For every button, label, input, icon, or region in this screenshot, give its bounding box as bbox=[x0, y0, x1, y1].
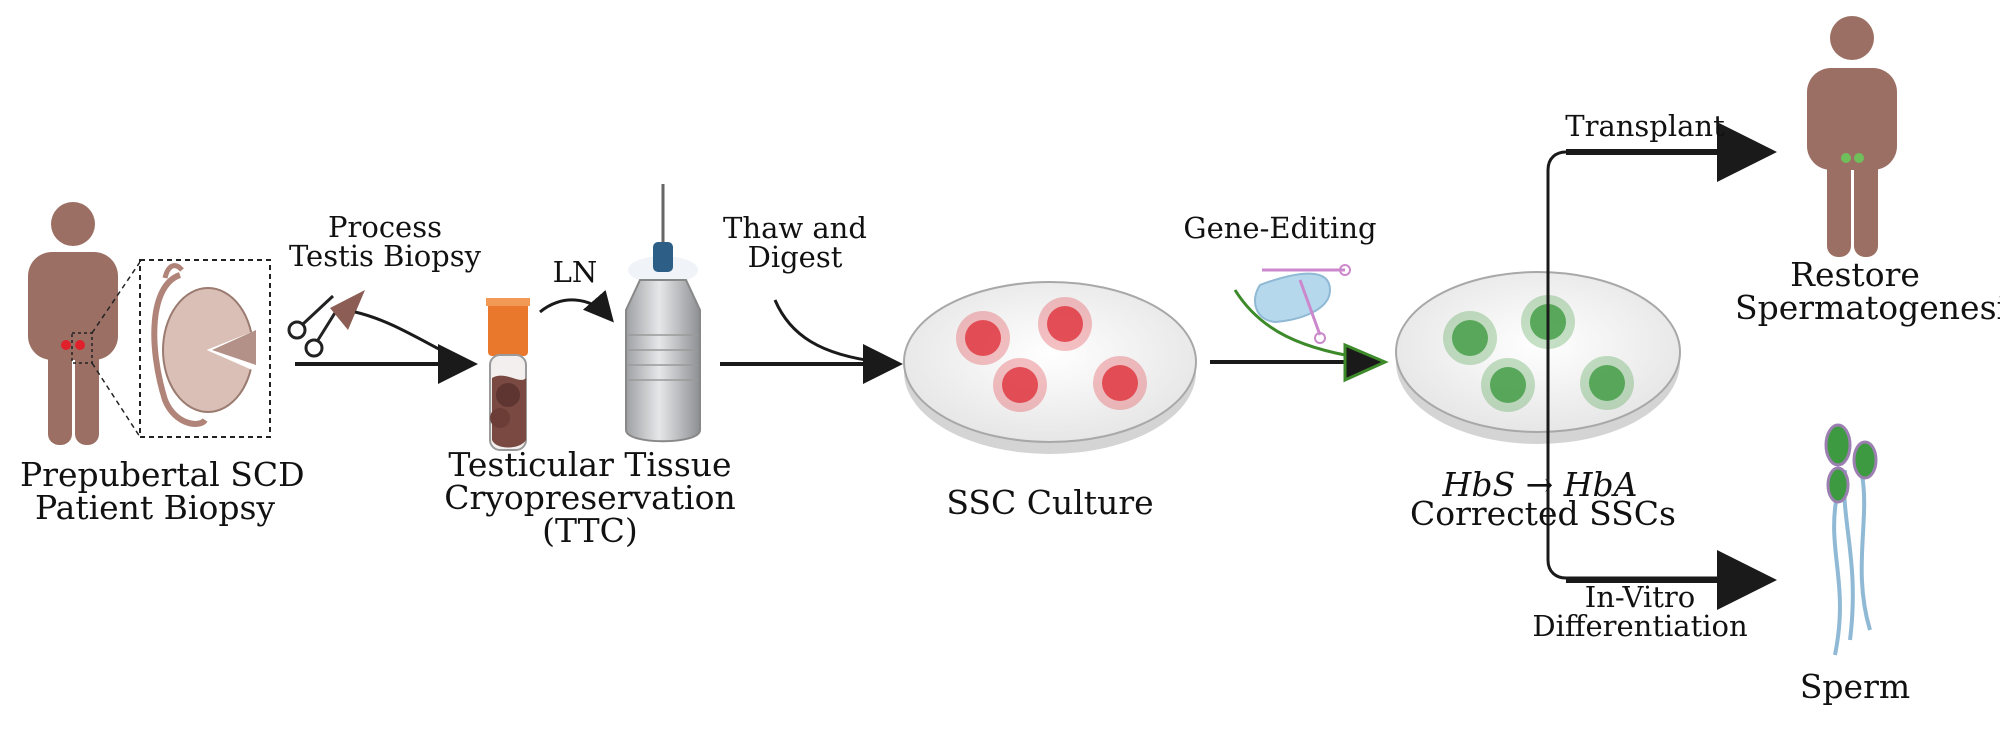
label-thaw-line2: Digest bbox=[747, 240, 843, 274]
cryovial-icon bbox=[486, 298, 530, 451]
label-ttc: Testicular Tissue Cryopreservation (TTC) bbox=[440, 448, 740, 547]
label-patient-line1: Prepubertal SCD bbox=[20, 455, 305, 494]
liquid-nitrogen-dewar-icon bbox=[625, 184, 701, 443]
label-arrow-glyph: → bbox=[1525, 465, 1554, 504]
curved-arrow-thaw bbox=[773, 299, 881, 364]
label-patient-line2: Patient Biopsy bbox=[34, 488, 276, 527]
curved-arrow-process bbox=[354, 310, 461, 362]
biopsy-site-marker bbox=[61, 340, 71, 350]
label-restore: Restore Spermatogenesis bbox=[1735, 255, 2000, 327]
patient-figure-icon bbox=[28, 202, 118, 445]
label-restore-line2: Spermatogenesis bbox=[1735, 288, 2000, 327]
label-transplant: Transplant bbox=[1565, 109, 1725, 143]
scissors-icon bbox=[287, 294, 340, 358]
label-hbs: HbS bbox=[1442, 465, 1516, 504]
restored-marker bbox=[1841, 153, 1851, 163]
label-hba: HbA bbox=[1563, 465, 1638, 504]
testis-cross-section-icon bbox=[151, 263, 259, 427]
label-process-line1: Process bbox=[327, 210, 442, 244]
label-sperm: Sperm bbox=[1799, 667, 1911, 706]
restored-marker bbox=[1854, 153, 1864, 163]
label-ln: LN bbox=[552, 255, 598, 289]
label-thaw: Thaw and Digest bbox=[715, 214, 875, 272]
gene-edit-arrowhead bbox=[1343, 342, 1389, 383]
petri-dish-red-colonies-icon bbox=[903, 281, 1197, 454]
restored-figure-icon bbox=[1807, 16, 1897, 257]
zoom-line bbox=[91, 362, 141, 438]
arrow-invitro-line bbox=[1546, 455, 1770, 580]
sperm-cells-icon bbox=[1824, 423, 1878, 656]
arrow-transplant-line bbox=[1546, 150, 1770, 455]
label-ttc-line1: Testicular Tissue bbox=[448, 445, 732, 484]
label-ssc-culture: SSC Culture bbox=[946, 483, 1154, 522]
label-ttc-line2: Cryopreservation bbox=[444, 478, 736, 517]
label-invitro: In-Vitro Differentiation bbox=[1530, 583, 1750, 641]
label-invitro-line2: Differentiation bbox=[1532, 609, 1748, 643]
label-patient: Prepubertal SCD Patient Biopsy bbox=[20, 455, 305, 527]
biopsy-tissue-piece bbox=[330, 290, 365, 330]
label-invitro-line1: In-Vitro bbox=[1584, 580, 1696, 614]
label-hbs-to-hba: HbS → HbA bbox=[1420, 468, 1660, 501]
label-corrected: Corrected SSCs bbox=[1410, 494, 1676, 533]
label-process-line2: Testis Biopsy bbox=[288, 239, 482, 273]
cas9-complex-icon bbox=[1254, 264, 1351, 344]
zoom-source-box bbox=[71, 332, 93, 364]
biopsy-site-marker bbox=[75, 340, 85, 350]
petri-dish-green-colonies-icon bbox=[1395, 271, 1681, 444]
curved-arrow-ln bbox=[539, 290, 614, 323]
label-restore-line1: Restore bbox=[1790, 255, 1920, 294]
label-gene-editing: Gene-Editing bbox=[1183, 211, 1377, 245]
label-thaw-line1: Thaw and bbox=[723, 211, 867, 245]
label-process: Process Testis Biopsy bbox=[285, 213, 485, 271]
label-ttc-line3: (TTC) bbox=[542, 511, 638, 550]
